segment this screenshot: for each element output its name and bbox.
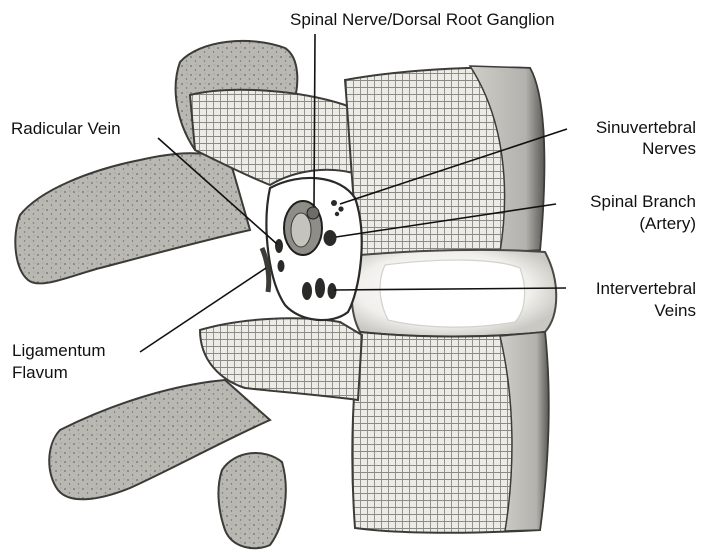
- vertebra-illustration: [15, 41, 556, 548]
- label-intervertebral-line1: Intervertebral: [596, 279, 696, 298]
- label-sinuvertebral-line2: Nerves: [642, 139, 696, 158]
- label-sinuvertebral-line1: Sinuvertebral: [596, 118, 696, 137]
- label-ligamentum-line2: Flavum: [12, 363, 68, 382]
- radicular-vein-2: [278, 260, 285, 272]
- intervertebral-vein: [302, 282, 312, 300]
- intervertebral-vein: [315, 278, 325, 298]
- leader-spinal-nerve: [314, 34, 315, 206]
- label-spinal-branch-line1: Spinal Branch: [590, 192, 696, 211]
- label-spinal-branch-line2: (Artery): [639, 214, 696, 233]
- sinuvertebral-nerve-dot: [338, 206, 343, 211]
- label-ligamentum-line1: Ligamentum: [12, 341, 106, 360]
- disc-nucleus: [380, 260, 525, 327]
- upper-transverse-process: [15, 153, 250, 283]
- label-radicular-vein: Radicular Vein: [11, 119, 121, 138]
- label-intervertebral-line2: Veins: [654, 301, 696, 320]
- radicular-vein: [275, 239, 283, 253]
- sinuvertebral-nerve-dot: [335, 212, 339, 216]
- inferior-articular-process: [218, 453, 285, 548]
- intervertebral-vein: [328, 283, 337, 299]
- ganglion-core: [291, 213, 311, 247]
- spinal-nerve-root: [307, 207, 319, 219]
- spinal-branch-artery: [324, 230, 337, 246]
- label-spinal-nerve: Spinal Nerve/Dorsal Root Ganglion: [290, 10, 555, 29]
- sinuvertebral-nerve-dot: [331, 200, 337, 206]
